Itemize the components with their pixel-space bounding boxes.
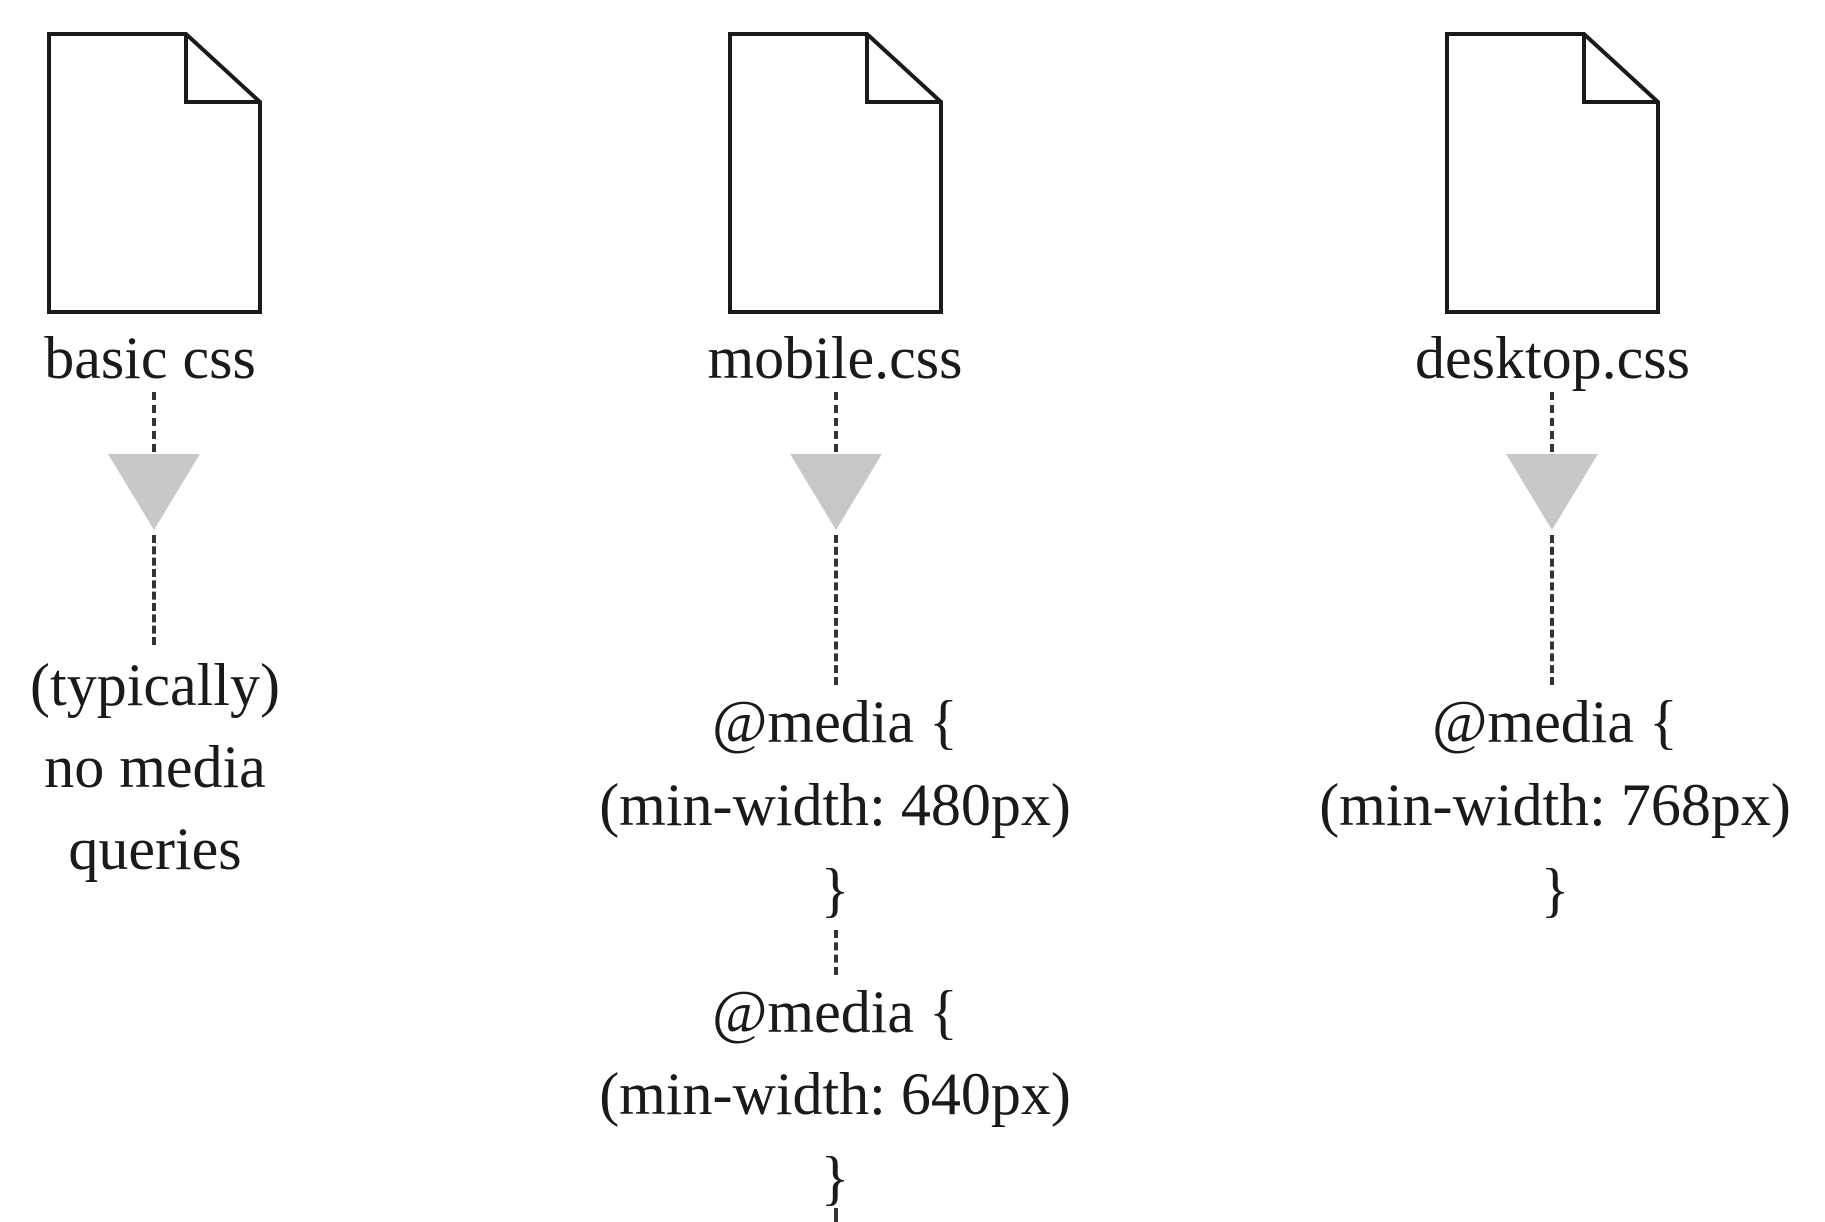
connector-line [152,392,156,452]
filename-desktop-css: desktop.css [1415,325,1690,391]
connector-line [1550,535,1554,685]
connector-line [834,392,838,452]
media-open: @media { [712,979,958,1045]
media-open: @media { [1432,689,1678,755]
note-line: no media [44,734,266,800]
down-arrow-icon [104,440,204,540]
note-line: queries [68,816,242,882]
document-icon [47,32,262,314]
media-close: } [1540,857,1570,923]
connector-line [152,535,156,645]
media-condition: (min-width: 768px) [1319,772,1791,838]
media-close: } [820,857,850,923]
document-icon [1445,32,1660,314]
note-line: (typically) [30,652,280,718]
down-arrow-icon [1502,440,1602,540]
connector-line [834,930,838,975]
filename-mobile-css: mobile.css [707,325,963,391]
media-close: } [820,1145,850,1211]
connector-line [834,1208,838,1222]
document-icon [728,32,943,314]
media-condition: (min-width: 640px) [599,1061,1071,1127]
filename-basic-css: basic css [44,325,256,391]
media-condition: (min-width: 480px) [599,772,1071,838]
down-arrow-icon [786,440,886,540]
connector-line [1550,392,1554,452]
connector-line [834,535,838,685]
media-open: @media { [712,689,958,755]
